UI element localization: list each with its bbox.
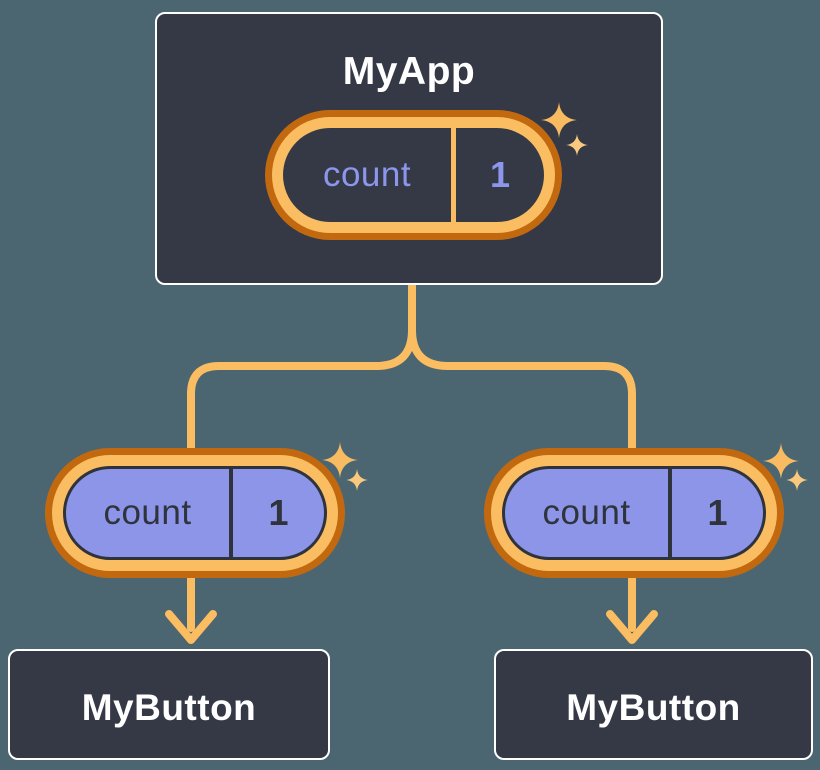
prop-value: 1 (707, 492, 728, 533)
prop-name: count (542, 493, 631, 532)
prop-pill: count 1 (45, 448, 345, 578)
child-component-box: MyButton (8, 649, 330, 760)
state-value: 1 (489, 154, 511, 195)
component-title: MyApp (342, 50, 476, 93)
child-component-box: MyButton (494, 649, 813, 760)
arrow-down-icon (606, 610, 658, 644)
state-pill: count 1 (265, 110, 562, 240)
sparkle-icon (786, 469, 808, 491)
pill-divider (668, 469, 672, 557)
prop-name: count (103, 493, 192, 532)
component-title: MyButton (566, 687, 741, 728)
state-name: count (322, 155, 412, 194)
pill-divider (229, 469, 233, 557)
arrow-down-icon (165, 610, 217, 644)
sparkle-icon (346, 469, 368, 491)
prop-pill: count 1 (484, 448, 784, 578)
prop-value: 1 (268, 492, 289, 533)
component-title: MyButton (81, 687, 257, 728)
pill-divider (451, 128, 456, 222)
